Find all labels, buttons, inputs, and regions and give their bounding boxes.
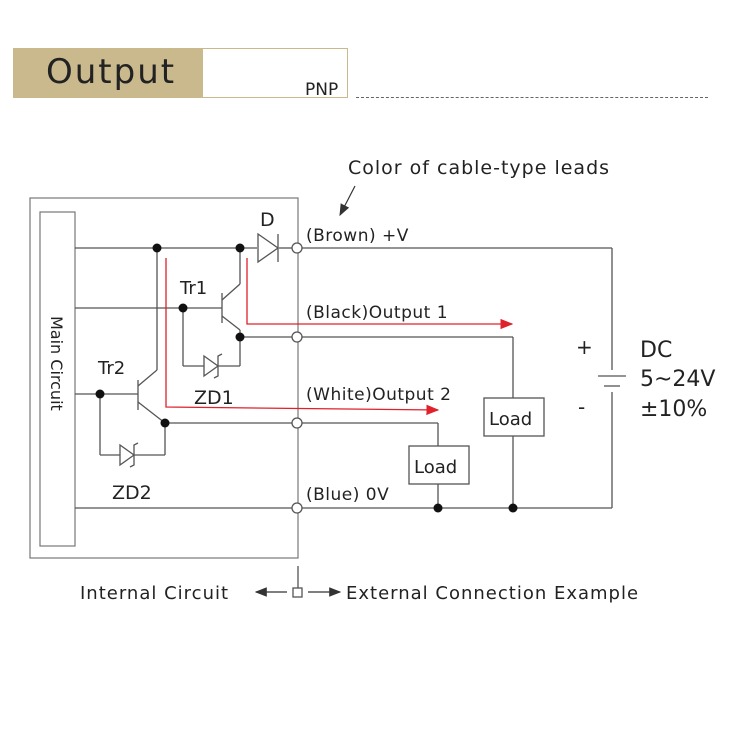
internal-circuit-label: Internal Circuit xyxy=(80,583,229,604)
header-subtitle: PNP xyxy=(305,80,339,100)
diode-label: D xyxy=(260,209,275,231)
header-tab xyxy=(13,48,203,98)
tr1-label: Tr1 xyxy=(179,278,207,299)
supply-type: DC xyxy=(640,338,672,363)
zener-zd1 xyxy=(203,353,223,379)
load1-label: Load xyxy=(489,409,532,430)
external-connection-label: External Connection Example xyxy=(346,583,639,604)
load2-box xyxy=(408,445,470,485)
signal-paths xyxy=(165,258,514,416)
lead-black-label: (Black)Output 1 xyxy=(306,303,448,323)
internal-circuit-box xyxy=(29,197,299,559)
diode-d xyxy=(257,232,280,264)
junction-dots xyxy=(95,243,518,513)
lead-blue-label: (Blue) 0V xyxy=(306,485,389,505)
load1-box xyxy=(483,397,545,437)
header-title: Output xyxy=(46,52,177,92)
supply-voltage: 5~24V xyxy=(640,367,715,392)
cable-colors-annotation: Color of cable-type leads xyxy=(348,157,610,179)
wires xyxy=(75,247,626,588)
header-dashed-line xyxy=(356,97,708,98)
terminals xyxy=(291,242,303,598)
supply-plus: + xyxy=(576,335,593,359)
zd1-label: ZD1 xyxy=(194,387,234,409)
zener-zd2 xyxy=(119,442,139,468)
lead-white-label: (White)Output 2 xyxy=(306,385,451,405)
supply-minus: - xyxy=(578,395,585,419)
tr2-label: Tr2 xyxy=(97,358,125,379)
lead-brown-label: (Brown) +V xyxy=(306,226,409,246)
main-circuit-block xyxy=(39,211,76,547)
main-circuit-label: Main Circuit xyxy=(47,316,66,411)
zd2-label: ZD2 xyxy=(112,482,152,504)
header-box xyxy=(203,48,348,98)
annotation-arrow xyxy=(339,185,356,217)
supply-tolerance: ±10% xyxy=(640,397,707,422)
load2-label: Load xyxy=(414,457,457,478)
